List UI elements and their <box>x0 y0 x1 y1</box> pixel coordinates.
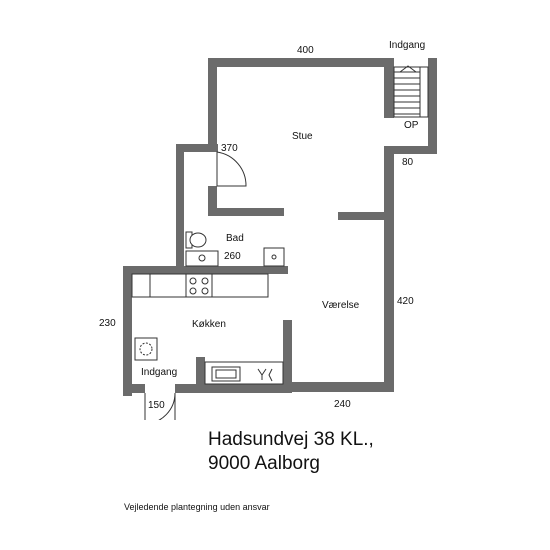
address-line-1: Hadsundvej 38 KL., <box>208 429 374 450</box>
disclaimer: Vejledende plantegning uden ansvar <box>124 502 270 512</box>
floor-plan <box>123 58 437 420</box>
address-line-2: 9000 Aalborg <box>208 453 320 474</box>
dimension-top-width: 400 <box>297 45 314 56</box>
stove-icon <box>185 273 213 298</box>
dimension-entrance-width: 150 <box>148 400 165 411</box>
wine-glass-icon <box>257 368 273 382</box>
dimension-bad-width: 260 <box>224 251 241 262</box>
door-swing-icon <box>144 392 176 420</box>
dimension-bottom-width: 240 <box>334 399 351 410</box>
sink-icon <box>211 366 241 382</box>
staircase-icon <box>393 65 429 118</box>
dimension-vaerelse-height: 420 <box>397 296 414 307</box>
room-label-kokken: Køkken <box>192 319 226 330</box>
room-label-vaerelse: Værelse <box>322 300 360 311</box>
room-label-indgang-top: Indgang <box>389 40 426 51</box>
door-swing-icon <box>216 151 247 187</box>
stair-label-op: OP <box>404 120 419 131</box>
washing-machine-icon <box>134 337 158 361</box>
toilet-icon <box>185 231 207 249</box>
dimension-stair-width: 80 <box>402 157 414 168</box>
walls <box>123 58 437 396</box>
room-label-indgang-bottom: Indgang <box>141 367 178 378</box>
room-label-bad: Bad <box>226 233 244 244</box>
sink-icon <box>185 250 219 267</box>
room-label-stue: Stue <box>292 131 313 142</box>
dimension-stue-side: 370 <box>221 143 238 154</box>
dimension-kitchen-height: 230 <box>99 318 116 329</box>
sink-icon <box>263 247 285 267</box>
